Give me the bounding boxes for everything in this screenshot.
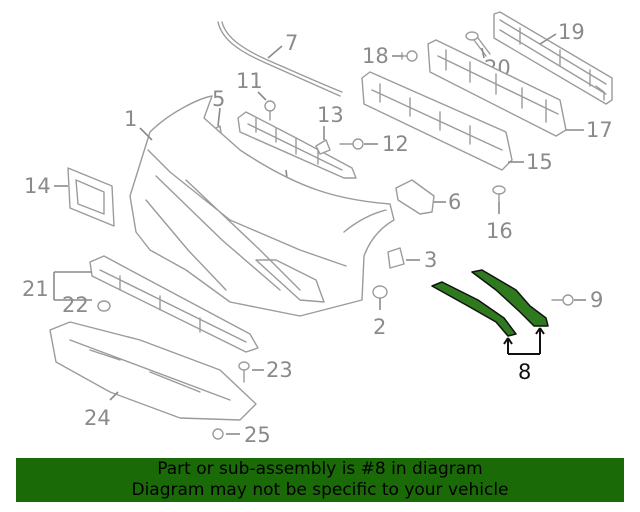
leader-20 bbox=[481, 47, 485, 59]
callout-24: 24 bbox=[84, 406, 111, 430]
callout-18: 18 bbox=[362, 44, 389, 68]
part-1-bumper-cover bbox=[129, 95, 395, 317]
part-25-clip bbox=[212, 428, 224, 440]
callout-16: 16 bbox=[486, 219, 513, 243]
callout-13: 13 bbox=[317, 103, 344, 127]
part-7-strip bbox=[217, 21, 343, 97]
part-11-clip bbox=[264, 100, 276, 121]
callout-14: 14 bbox=[24, 174, 51, 198]
parts-diagram: 7 19 20 18 17 15 16 bbox=[22, 11, 613, 447]
info-banner: Part or sub-assembly is #8 in diagram Di… bbox=[16, 458, 624, 502]
leader-24 bbox=[109, 391, 119, 401]
part-20-bolt bbox=[465, 31, 491, 57]
part-3-bracket bbox=[387, 247, 405, 269]
leader-19 bbox=[539, 33, 557, 45]
callout-17: 17 bbox=[586, 118, 613, 142]
callout-21: 21 bbox=[22, 277, 49, 301]
leader-8 bbox=[507, 328, 541, 355]
leader-8-arrows bbox=[503, 327, 545, 345]
callout-19: 19 bbox=[558, 20, 585, 44]
callout-2: 2 bbox=[373, 315, 386, 339]
banner-line-2: Diagram may not be specific to your vehi… bbox=[131, 480, 509, 500]
banner-line-1: Part or sub-assembly is #8 in diagram bbox=[157, 459, 483, 479]
part-24-under-cover bbox=[49, 321, 257, 421]
callout-7: 7 bbox=[285, 31, 298, 55]
callout-1: 1 bbox=[124, 107, 137, 131]
callout-23: 23 bbox=[266, 358, 293, 382]
leader-21 bbox=[53, 271, 92, 301]
part-14-plate-bracket bbox=[67, 167, 115, 227]
part-6-side-bracket bbox=[395, 179, 435, 215]
leader-11 bbox=[257, 91, 267, 101]
leader-7 bbox=[267, 45, 283, 59]
part-8-highlighted bbox=[431, 269, 549, 337]
part-15-absorber bbox=[361, 71, 513, 171]
part-22-clip bbox=[97, 300, 111, 312]
leader-5 bbox=[217, 107, 221, 127]
part-13-clip bbox=[315, 139, 331, 155]
callout-22: 22 bbox=[62, 293, 89, 317]
part-12-bolt bbox=[339, 138, 364, 150]
part-18-bolt bbox=[401, 50, 418, 62]
callout-11: 11 bbox=[236, 69, 263, 93]
part-16-clip bbox=[492, 185, 506, 203]
callout-9: 9 bbox=[590, 288, 603, 312]
callout-6: 6 bbox=[448, 190, 461, 214]
part-17-absorber bbox=[427, 39, 567, 137]
part-10-upper-bracket bbox=[237, 111, 357, 179]
callout-5: 5 bbox=[212, 87, 225, 111]
callout-15: 15 bbox=[526, 150, 553, 174]
part-21-lower-deflector bbox=[89, 255, 259, 353]
callout-25: 25 bbox=[244, 423, 271, 447]
part-23-bolt bbox=[238, 361, 250, 383]
callout-12: 12 bbox=[382, 132, 409, 156]
part-9-bolt bbox=[551, 294, 574, 306]
leader-1 bbox=[139, 127, 153, 141]
part-2-bracket bbox=[372, 285, 388, 299]
callout-8: 8 bbox=[518, 360, 531, 384]
part-19-reinforcement bbox=[493, 11, 613, 105]
callout-3: 3 bbox=[424, 248, 437, 272]
